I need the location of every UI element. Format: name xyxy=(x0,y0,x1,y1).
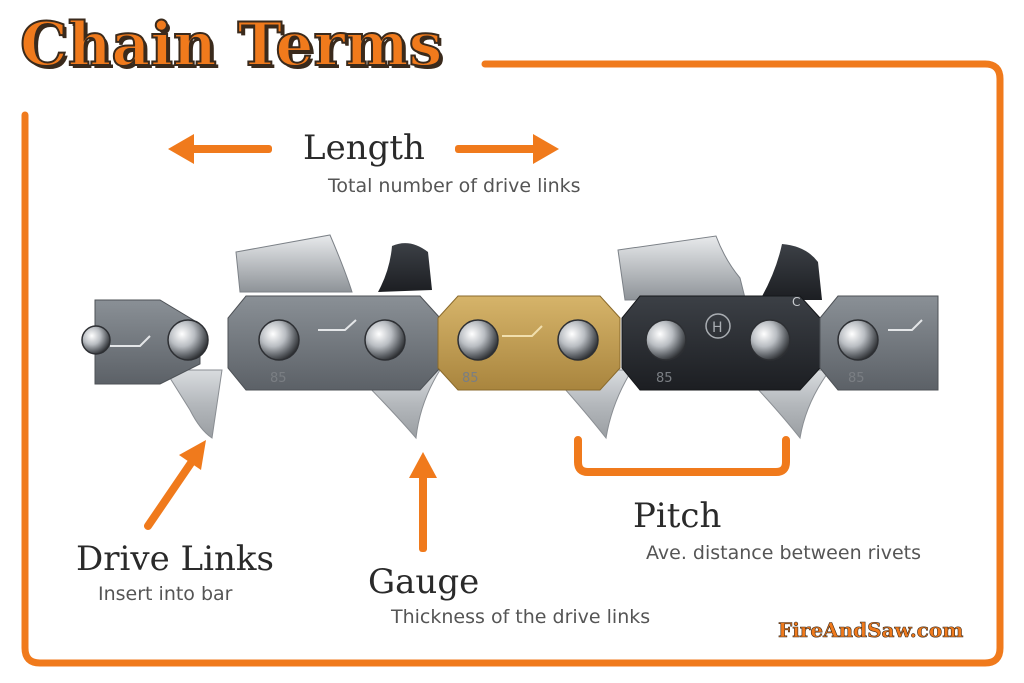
link-stamps: 85 85 85 85 C xyxy=(270,295,865,386)
rivet xyxy=(837,319,879,361)
rivet xyxy=(167,319,209,361)
gauge-arrow xyxy=(409,452,437,552)
gauge-label: Gauge xyxy=(368,562,480,602)
gauge-description: Thickness of the drive links xyxy=(391,606,651,628)
link-stamp: 85 xyxy=(270,371,287,386)
side-link xyxy=(94,299,201,385)
length-label: Length xyxy=(303,128,425,168)
link-stamp: 85 xyxy=(848,371,865,386)
rivet xyxy=(258,319,300,361)
link-engravings xyxy=(110,319,923,347)
cutter-right xyxy=(617,235,822,301)
logo-emblem: H xyxy=(705,313,731,339)
length-description: Total number of drive links xyxy=(328,175,581,197)
cutter-left xyxy=(235,234,432,293)
pitch-description: Ave. distance between rivets xyxy=(646,542,922,564)
pitch-label: Pitch xyxy=(633,496,722,536)
cutter-mark: C xyxy=(792,295,800,309)
length-arrow-left xyxy=(168,134,272,164)
side-link xyxy=(819,295,939,391)
page-title: Chain Terms xyxy=(19,9,443,81)
length-arrow-right xyxy=(455,134,559,164)
drive-link-tooth xyxy=(164,369,223,439)
svg-text:H: H xyxy=(712,320,723,336)
pitch-bracket xyxy=(574,436,790,476)
rivet xyxy=(364,319,406,361)
link-stamp: 85 xyxy=(656,371,673,386)
side-link-tie-strap xyxy=(437,295,621,391)
rivets xyxy=(81,319,879,361)
rivet xyxy=(557,319,599,361)
brand-watermark: FireAndSaw.com xyxy=(778,618,964,643)
link-stamp: 85 xyxy=(462,371,479,386)
rivet xyxy=(749,319,791,361)
drive-links-arrow xyxy=(144,440,206,530)
drive-links-description: Insert into bar xyxy=(98,583,233,605)
rivet xyxy=(81,325,111,355)
drive-links-label: Drive Links xyxy=(76,539,274,579)
frame-border xyxy=(21,60,1004,667)
rivet xyxy=(645,319,687,361)
rivet xyxy=(457,319,499,361)
